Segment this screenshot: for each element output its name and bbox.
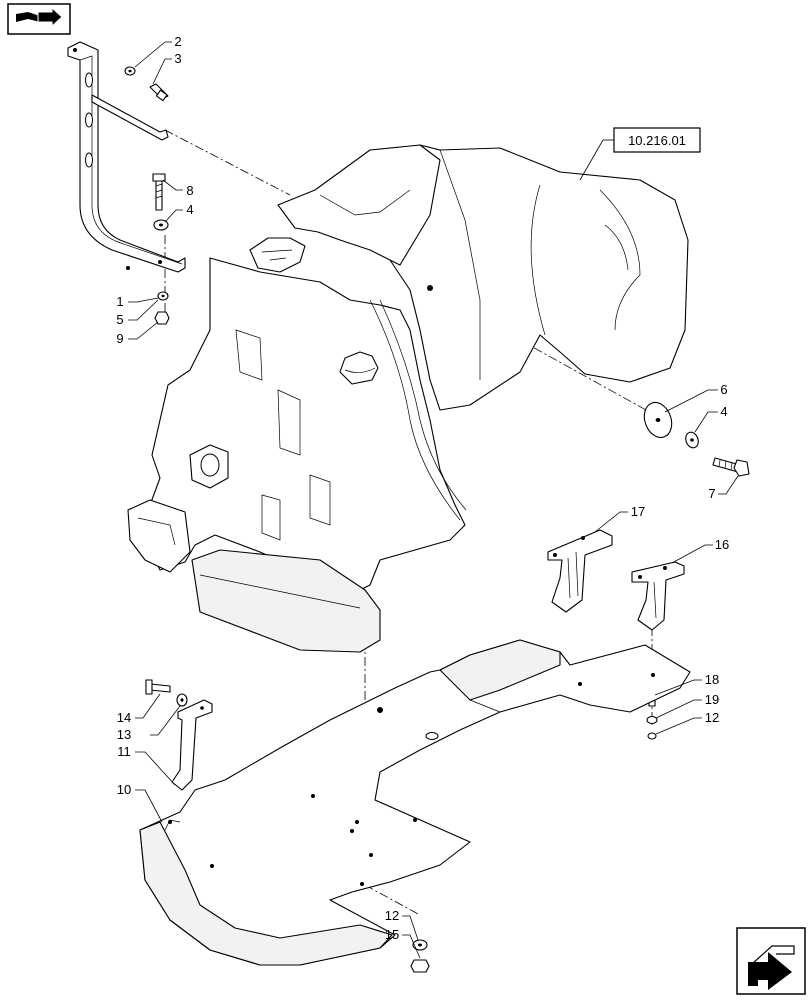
callout-labels: 2 3 8 4 1 5 9 6 4 7 17 16 18 19 12 14 13… bbox=[116, 34, 729, 942]
callout-4-right: 4 bbox=[720, 404, 727, 419]
bracket-part-16 bbox=[631, 561, 685, 631]
guard-plate-part-10 bbox=[139, 639, 691, 966]
bolt-part-8 bbox=[152, 173, 166, 211]
callout-3: 3 bbox=[174, 51, 181, 66]
callout-9: 9 bbox=[116, 331, 123, 346]
callout-19: 19 bbox=[705, 692, 719, 707]
callout-12-right: 12 bbox=[705, 710, 719, 725]
callout-11: 11 bbox=[117, 744, 131, 759]
callout-12-bottom: 12 bbox=[385, 908, 399, 923]
callout-16: 16 bbox=[715, 537, 729, 552]
washer-part-4-right bbox=[685, 431, 699, 449]
callout-13: 13 bbox=[117, 727, 131, 742]
nut-part-9 bbox=[154, 311, 170, 325]
washer-part-13 bbox=[176, 693, 188, 707]
callout-15: 15 bbox=[385, 927, 399, 942]
nut-part-12-right bbox=[647, 732, 657, 740]
bracket-part-17 bbox=[547, 529, 613, 613]
callout-14: 14 bbox=[117, 710, 131, 725]
large-washer-part-6 bbox=[643, 401, 673, 439]
callout-5: 5 bbox=[116, 312, 123, 327]
reference-label: 10.216.01 bbox=[628, 133, 686, 148]
washer-part-2 bbox=[124, 66, 136, 76]
callout-17: 17 bbox=[631, 504, 645, 519]
fuel-tank bbox=[127, 144, 689, 653]
next-page-arrow-icon[interactable] bbox=[736, 927, 806, 995]
callout-1: 1 bbox=[116, 294, 123, 309]
callout-7: 7 bbox=[708, 486, 715, 501]
bolt-part-3 bbox=[149, 83, 169, 102]
callout-10: 10 bbox=[117, 782, 131, 797]
washer-part-12-bottom bbox=[412, 939, 428, 951]
callout-leaders bbox=[128, 41, 739, 959]
support-bracket-part-1 bbox=[67, 41, 186, 273]
bolt-part-7 bbox=[712, 457, 750, 477]
bracket-part-11 bbox=[171, 699, 213, 791]
callout-8: 8 bbox=[186, 183, 193, 198]
nut-part-15 bbox=[410, 959, 430, 973]
callout-2: 2 bbox=[174, 34, 181, 49]
book-navigation-icon[interactable] bbox=[7, 3, 71, 35]
callout-18: 18 bbox=[705, 672, 719, 687]
reference-box[interactable]: 10.216.01 bbox=[579, 127, 701, 181]
washer-part-5 bbox=[157, 291, 169, 301]
washer-part-19 bbox=[646, 715, 658, 725]
bolt-part-14 bbox=[145, 679, 171, 695]
callout-6: 6 bbox=[720, 382, 727, 397]
washer-part-4-top bbox=[153, 219, 169, 231]
callout-4-top: 4 bbox=[186, 202, 193, 217]
